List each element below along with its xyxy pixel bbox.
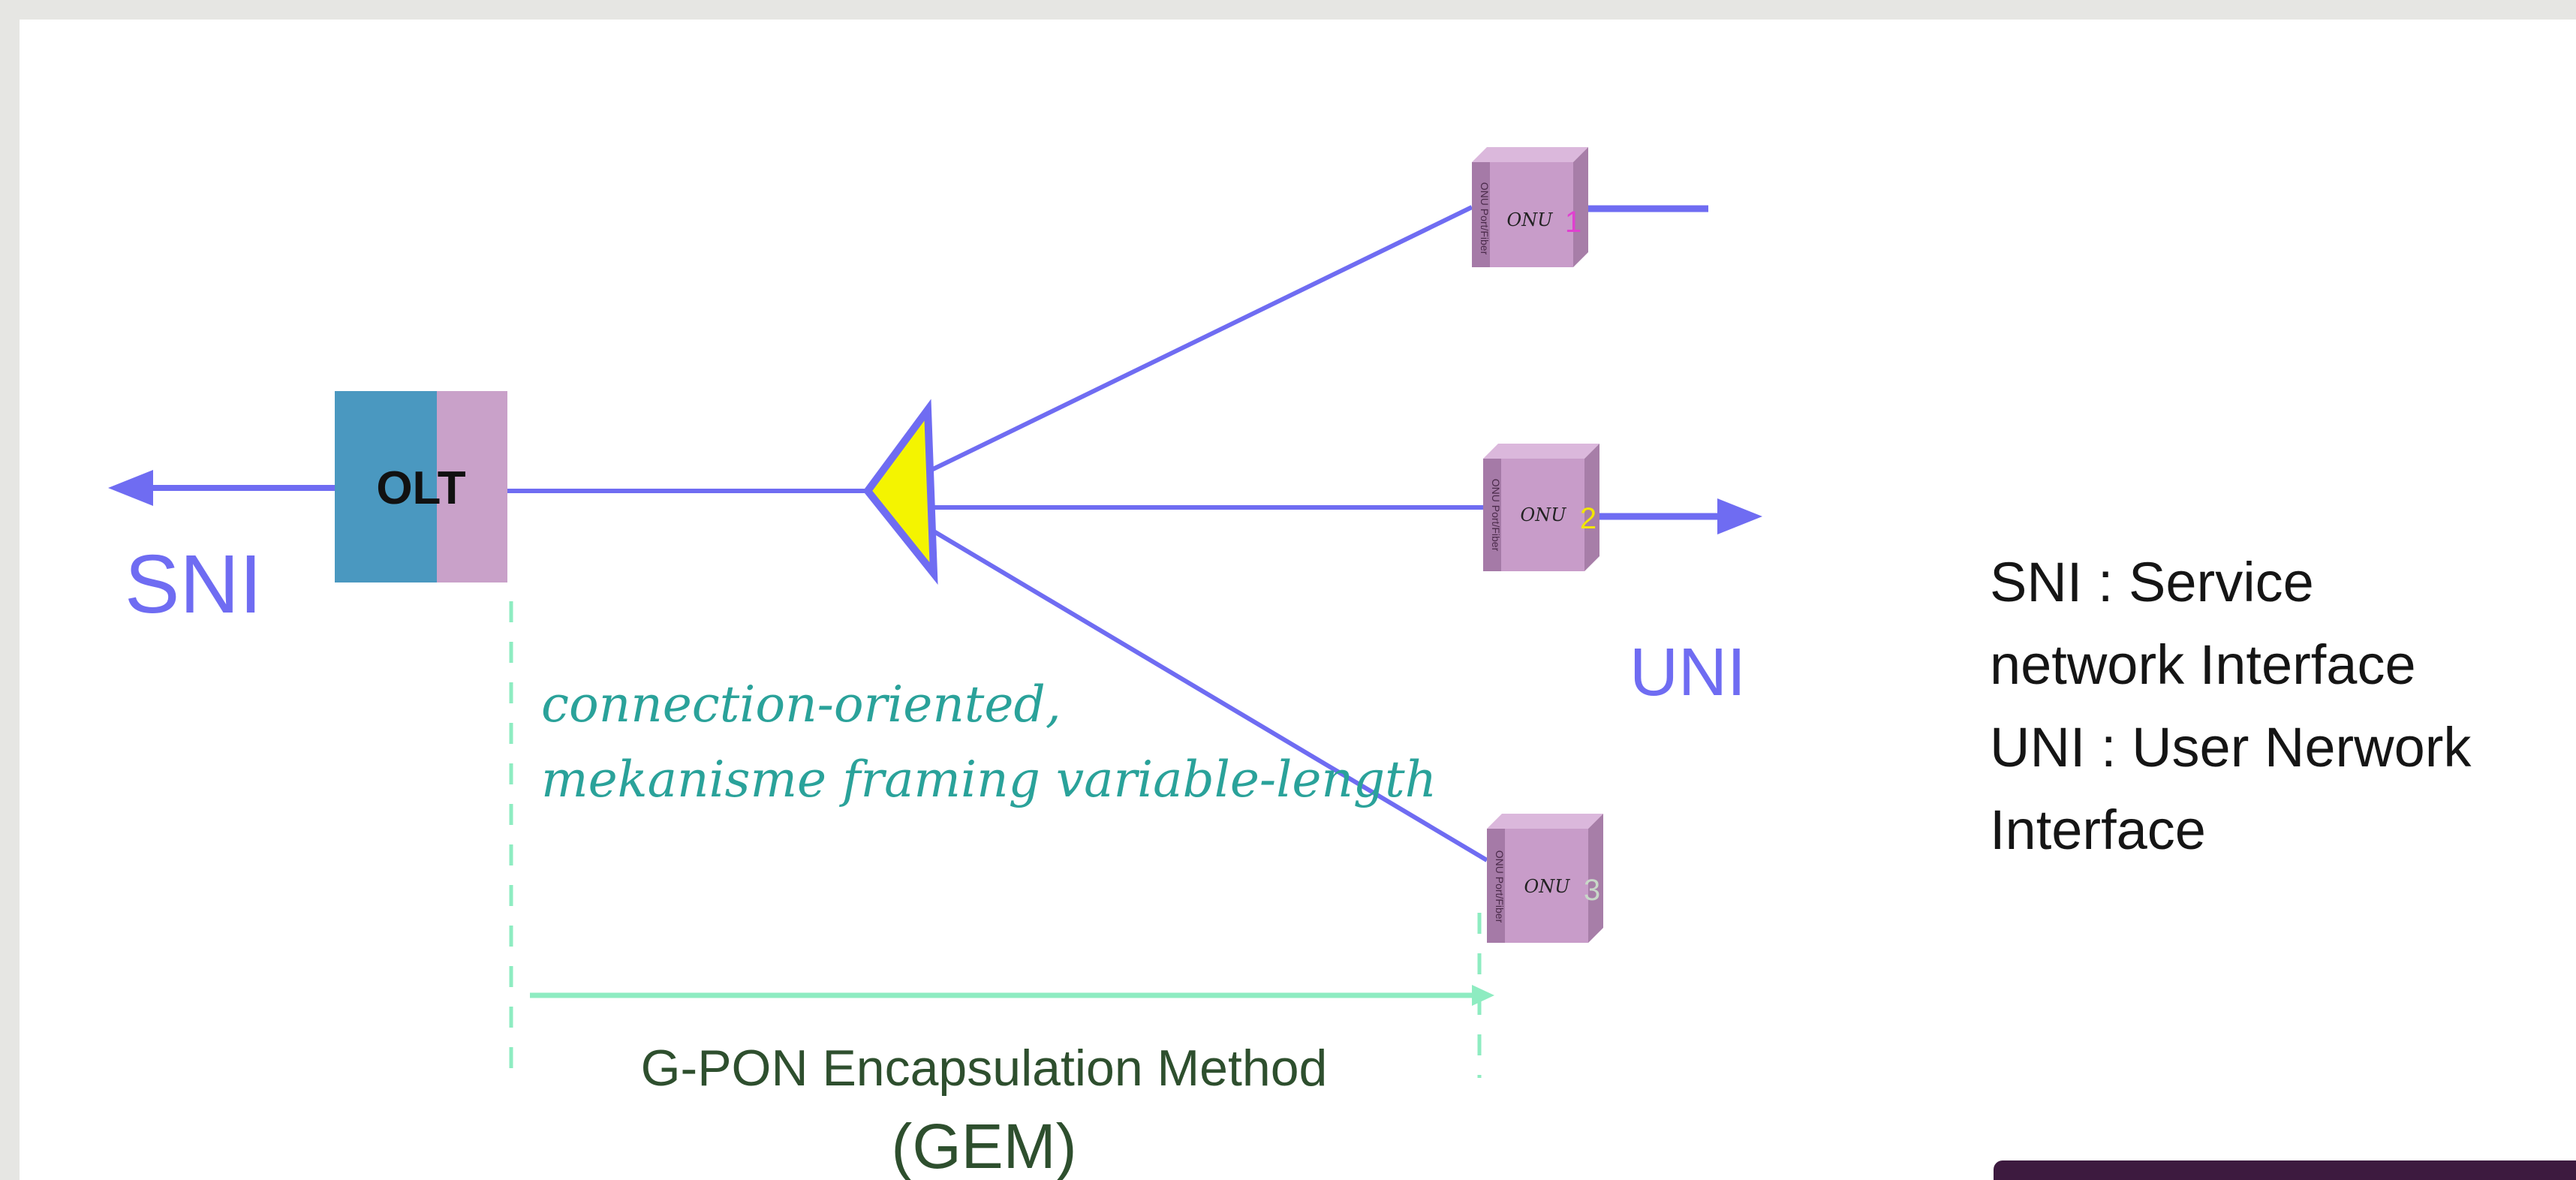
- sni-label: SNI: [125, 538, 262, 631]
- sni-arrow: [108, 470, 335, 506]
- onu-3-number: 3: [1584, 874, 1600, 907]
- onu-3-side-label: ONU Port/Fiber: [1494, 850, 1506, 923]
- olt-node: OLT: [335, 391, 507, 582]
- uni-label: UNI: [1630, 635, 1746, 710]
- onu-2: ONU Port/Fiber ONU 2: [1483, 444, 1762, 571]
- onu-1-label: ONU: [1507, 209, 1554, 230]
- onu-1-number: 1: [1565, 206, 1581, 239]
- slide: OLT ONU Port/Fiber ONU 1 ONU Port/Fibe: [20, 20, 2576, 1180]
- legend-line-2: network Interface: [1990, 634, 2416, 696]
- splitter-triangle: [862, 399, 938, 585]
- legend-line-4: Interface: [1990, 799, 2206, 861]
- fiber-branch-1: [930, 205, 1473, 472]
- onu-3: ONU Port/Fiber ONU 3: [1487, 814, 1603, 943]
- gem-span-arrow: [530, 985, 1494, 1006]
- connection-text-line1: connection-oriented,: [541, 676, 1061, 733]
- connection-text-line2: mekanisme framing variable-length: [541, 751, 1437, 808]
- gem-label-line1: G-PON Encapsulation Method: [641, 1040, 1328, 1097]
- legend: SNI : Service network Interface UNI : Us…: [1990, 541, 2471, 871]
- footer-bar: [1994, 1160, 2576, 1180]
- onu-1-side-label: ONU Port/Fiber: [1479, 182, 1491, 255]
- legend-line-1: SNI : Service: [1990, 551, 2314, 613]
- onu-3-label: ONU: [1524, 876, 1571, 897]
- gpon-diagram: OLT ONU Port/Fiber ONU 1 ONU Port/Fibe: [108, 147, 1762, 1180]
- onu-2-side-label: ONU Port/Fiber: [1490, 479, 1502, 552]
- fiber-branch-3: [930, 528, 1488, 862]
- legend-line-3: UNI : User Nerwork: [1990, 716, 2472, 778]
- onu-1: ONU Port/Fiber ONU 1: [1472, 147, 1708, 267]
- onu-2-label: ONU: [1521, 504, 1567, 525]
- olt-label: OLT: [376, 462, 465, 514]
- gem-label-line2: (GEM): [891, 1111, 1076, 1180]
- onu-2-number: 2: [1580, 502, 1596, 535]
